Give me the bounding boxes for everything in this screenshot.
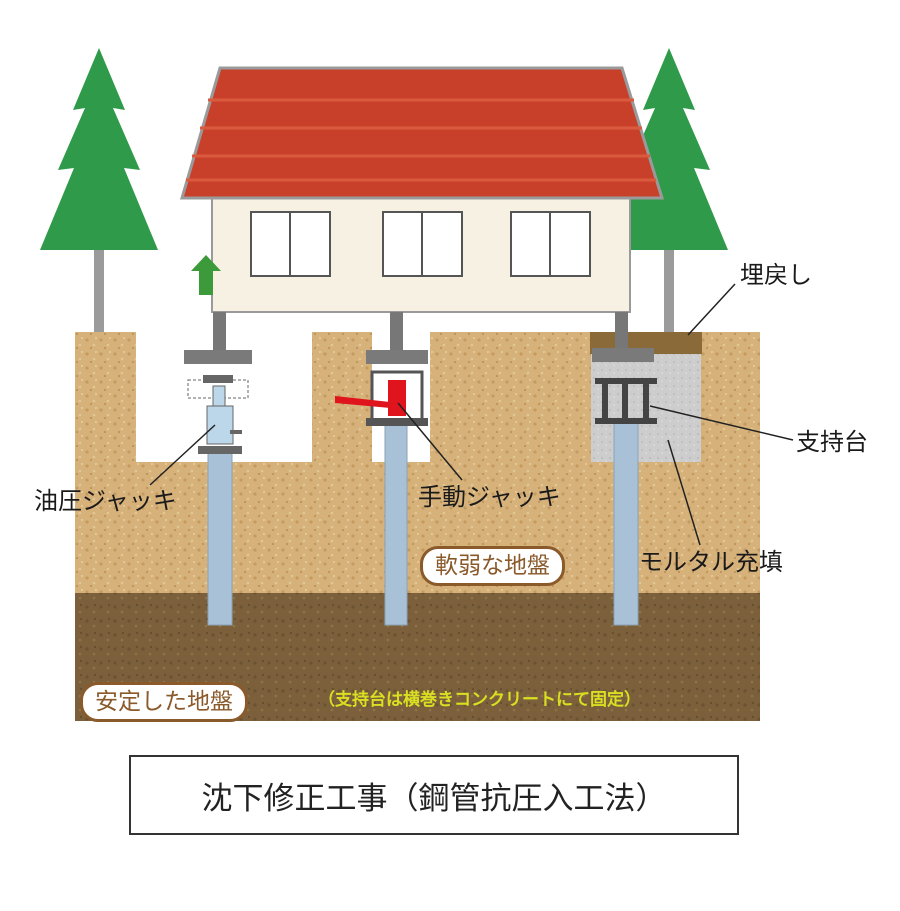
hydraulic-jack-icon (187, 375, 249, 454)
steel-pipe-3 (613, 421, 639, 626)
steel-pipe-1 (207, 449, 233, 626)
title-box: 沈下修正工事（鋼管抗圧入工法） (129, 755, 739, 835)
support-stand (595, 378, 657, 424)
steel-pipe-2 (384, 423, 408, 626)
soft-ground-label: 軟弱な地盤 (420, 546, 565, 586)
page-title: 沈下修正工事（鋼管抗圧入工法） (201, 780, 667, 817)
mortar-label: モルタル充填 (639, 548, 783, 576)
footing-2 (366, 350, 428, 364)
manual-jack-icon (335, 370, 428, 426)
footing-1 (184, 350, 252, 364)
support-note: （支持台は横巻きコンクリートにて固定） (318, 690, 641, 710)
manual-jack-label: 手動ジャッキ (418, 483, 561, 511)
footing-3 (592, 348, 654, 362)
stable-ground-label: 安定した地盤 (80, 682, 248, 722)
backfill-label: 埋戻し (740, 261, 812, 289)
tree-icon-left (40, 48, 158, 332)
house-icon (179, 66, 665, 313)
oil-jack-label: 油圧ジャッキ (34, 487, 177, 515)
up-arrow-icon (191, 255, 221, 295)
window (250, 211, 591, 277)
support-label: 支持台 (796, 428, 868, 456)
